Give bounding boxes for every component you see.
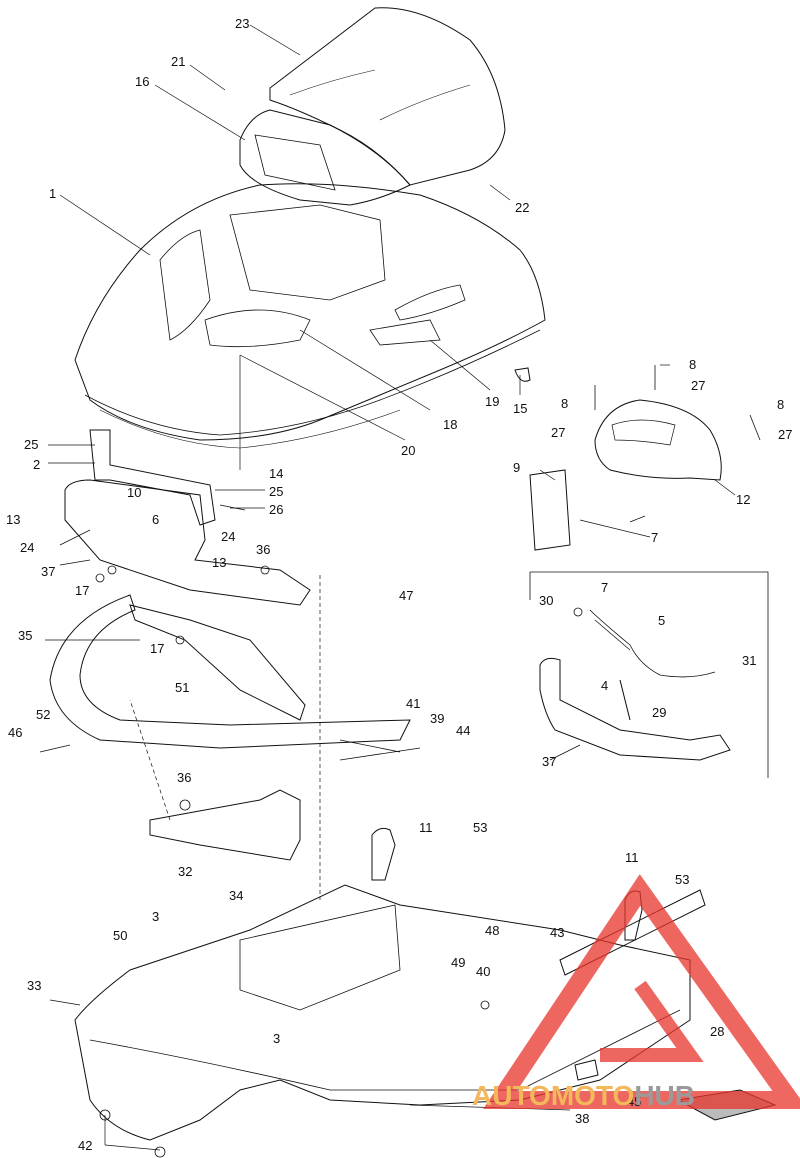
callout-8b: 8 <box>561 396 569 411</box>
callout-5: 5 <box>658 613 666 628</box>
callout-31: 31 <box>742 653 757 668</box>
callout-37b: 37 <box>542 754 557 769</box>
callout-18: 18 <box>443 417 458 432</box>
callout-3a: 3 <box>152 909 160 924</box>
callout-13b: 13 <box>212 555 227 570</box>
support-bracket <box>529 469 571 551</box>
callout-17a: 17 <box>75 583 90 598</box>
callout-27a: 27 <box>691 378 706 393</box>
watermark-logo <box>483 874 800 1109</box>
callout-1: 1 <box>49 186 57 201</box>
callout-25b: 25 <box>269 484 284 499</box>
callout-10: 10 <box>127 485 142 500</box>
bumper-37-inset <box>539 657 731 761</box>
callout-16: 16 <box>135 74 150 89</box>
callout-7a: 7 <box>651 530 659 545</box>
callout-53b: 53 <box>675 872 690 887</box>
callout-19: 19 <box>485 394 500 409</box>
callout-14: 14 <box>269 466 284 481</box>
front-bumper <box>49 594 411 749</box>
part-45 <box>574 1059 599 1081</box>
callout-11a: 11 <box>419 820 433 835</box>
side-panel <box>594 399 722 481</box>
callout-22: 22 <box>515 200 530 215</box>
upper-bracket <box>89 429 216 526</box>
callout-38: 38 <box>575 1111 590 1126</box>
callout-9: 9 <box>513 460 521 475</box>
callout-45: 45 <box>627 1094 642 1109</box>
watermark-text: AUTOMOTOHUB <box>472 1080 695 1112</box>
callout-39: 39 <box>430 711 445 726</box>
callout-25a: 25 <box>24 437 39 452</box>
watermark-text-b: HUB <box>634 1080 695 1111</box>
callout-37a: 37 <box>41 564 56 579</box>
callout-17b: 17 <box>150 641 165 656</box>
callout-2: 2 <box>33 457 41 472</box>
callout-4: 4 <box>601 678 609 693</box>
windshield <box>269 7 506 186</box>
callout-34: 34 <box>229 888 244 903</box>
callout-51: 51 <box>175 680 190 695</box>
bracket-32 <box>149 789 301 861</box>
callout-30: 30 <box>539 593 554 608</box>
callout-7b: 7 <box>601 580 609 595</box>
callout-24b: 24 <box>20 540 35 555</box>
callout-41: 41 <box>406 696 421 711</box>
callout-27b: 27 <box>551 425 566 440</box>
callout-27c: 27 <box>778 427 793 442</box>
console-housing <box>239 109 411 206</box>
brace <box>129 604 306 721</box>
callout-11b: 11 <box>625 850 639 865</box>
callout-53a: 53 <box>473 820 488 835</box>
callout-12: 12 <box>736 492 751 507</box>
hood <box>74 183 546 441</box>
callout-50: 50 <box>113 928 128 943</box>
callout-33: 33 <box>27 978 42 993</box>
callout-36b: 36 <box>177 770 192 785</box>
callout-48: 48 <box>485 923 500 938</box>
callout-24a: 24 <box>221 529 236 544</box>
watermark-text-a: AUTOMOTO <box>472 1080 635 1111</box>
callout-40: 40 <box>476 964 491 979</box>
callout-8a: 8 <box>689 357 697 372</box>
callout-35: 35 <box>18 628 33 643</box>
callout-36a: 36 <box>256 542 271 557</box>
callout-6: 6 <box>152 512 160 527</box>
callout-49: 49 <box>451 955 466 970</box>
fender-11a <box>371 827 396 881</box>
belly-pan <box>74 884 691 1141</box>
callout-43: 43 <box>550 925 565 940</box>
inset-frame <box>529 571 769 778</box>
callout-42: 42 <box>78 1138 93 1153</box>
callout-32: 32 <box>178 864 193 879</box>
callout-29: 29 <box>652 705 667 720</box>
callout-26: 26 <box>269 502 284 517</box>
callout-8c: 8 <box>777 397 785 412</box>
callout-20: 20 <box>401 443 416 458</box>
callout-23: 23 <box>235 16 250 31</box>
callout-13a: 13 <box>6 512 21 527</box>
callout-52: 52 <box>36 707 51 722</box>
callout-47: 47 <box>399 588 414 603</box>
callout-28: 28 <box>710 1024 725 1039</box>
callout-15: 15 <box>513 401 528 416</box>
callout-21: 21 <box>171 54 186 69</box>
callout-46: 46 <box>8 725 23 740</box>
callout-3b: 3 <box>273 1031 281 1046</box>
callout-44: 44 <box>456 723 471 738</box>
